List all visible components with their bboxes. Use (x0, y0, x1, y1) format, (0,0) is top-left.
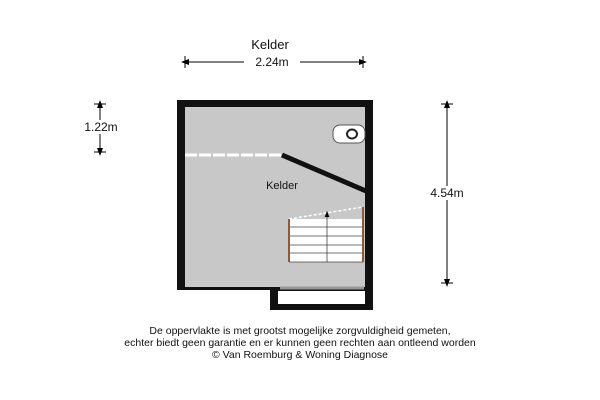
left-height-dimension: 1.22m (74, 100, 128, 156)
disclaimer-line: De oppervlakte is met grootst mogelijke … (149, 325, 451, 337)
diagonal-wall (281, 152, 367, 194)
room-label: Kelder (266, 180, 298, 192)
staircase (288, 206, 364, 263)
disclaimer: De oppervlakte is met grootst mogelijke … (0, 325, 600, 361)
width-dimension: 2.24m (181, 55, 367, 69)
stair-landing (278, 291, 365, 304)
plan-title: Kelder (251, 37, 289, 52)
width-label: 2.24m (255, 55, 288, 69)
right-height-dimension: 4.54m (420, 100, 474, 287)
left-height-label: 1.22m (84, 120, 117, 134)
toilet-icon (332, 124, 366, 144)
copyright-line: © Van Roemburg & Woning Diagnose (211, 349, 389, 361)
right-height-label: 4.54m (430, 186, 463, 200)
disclaimer-line: echter biedt geen garantie en er kunnen … (124, 337, 476, 349)
